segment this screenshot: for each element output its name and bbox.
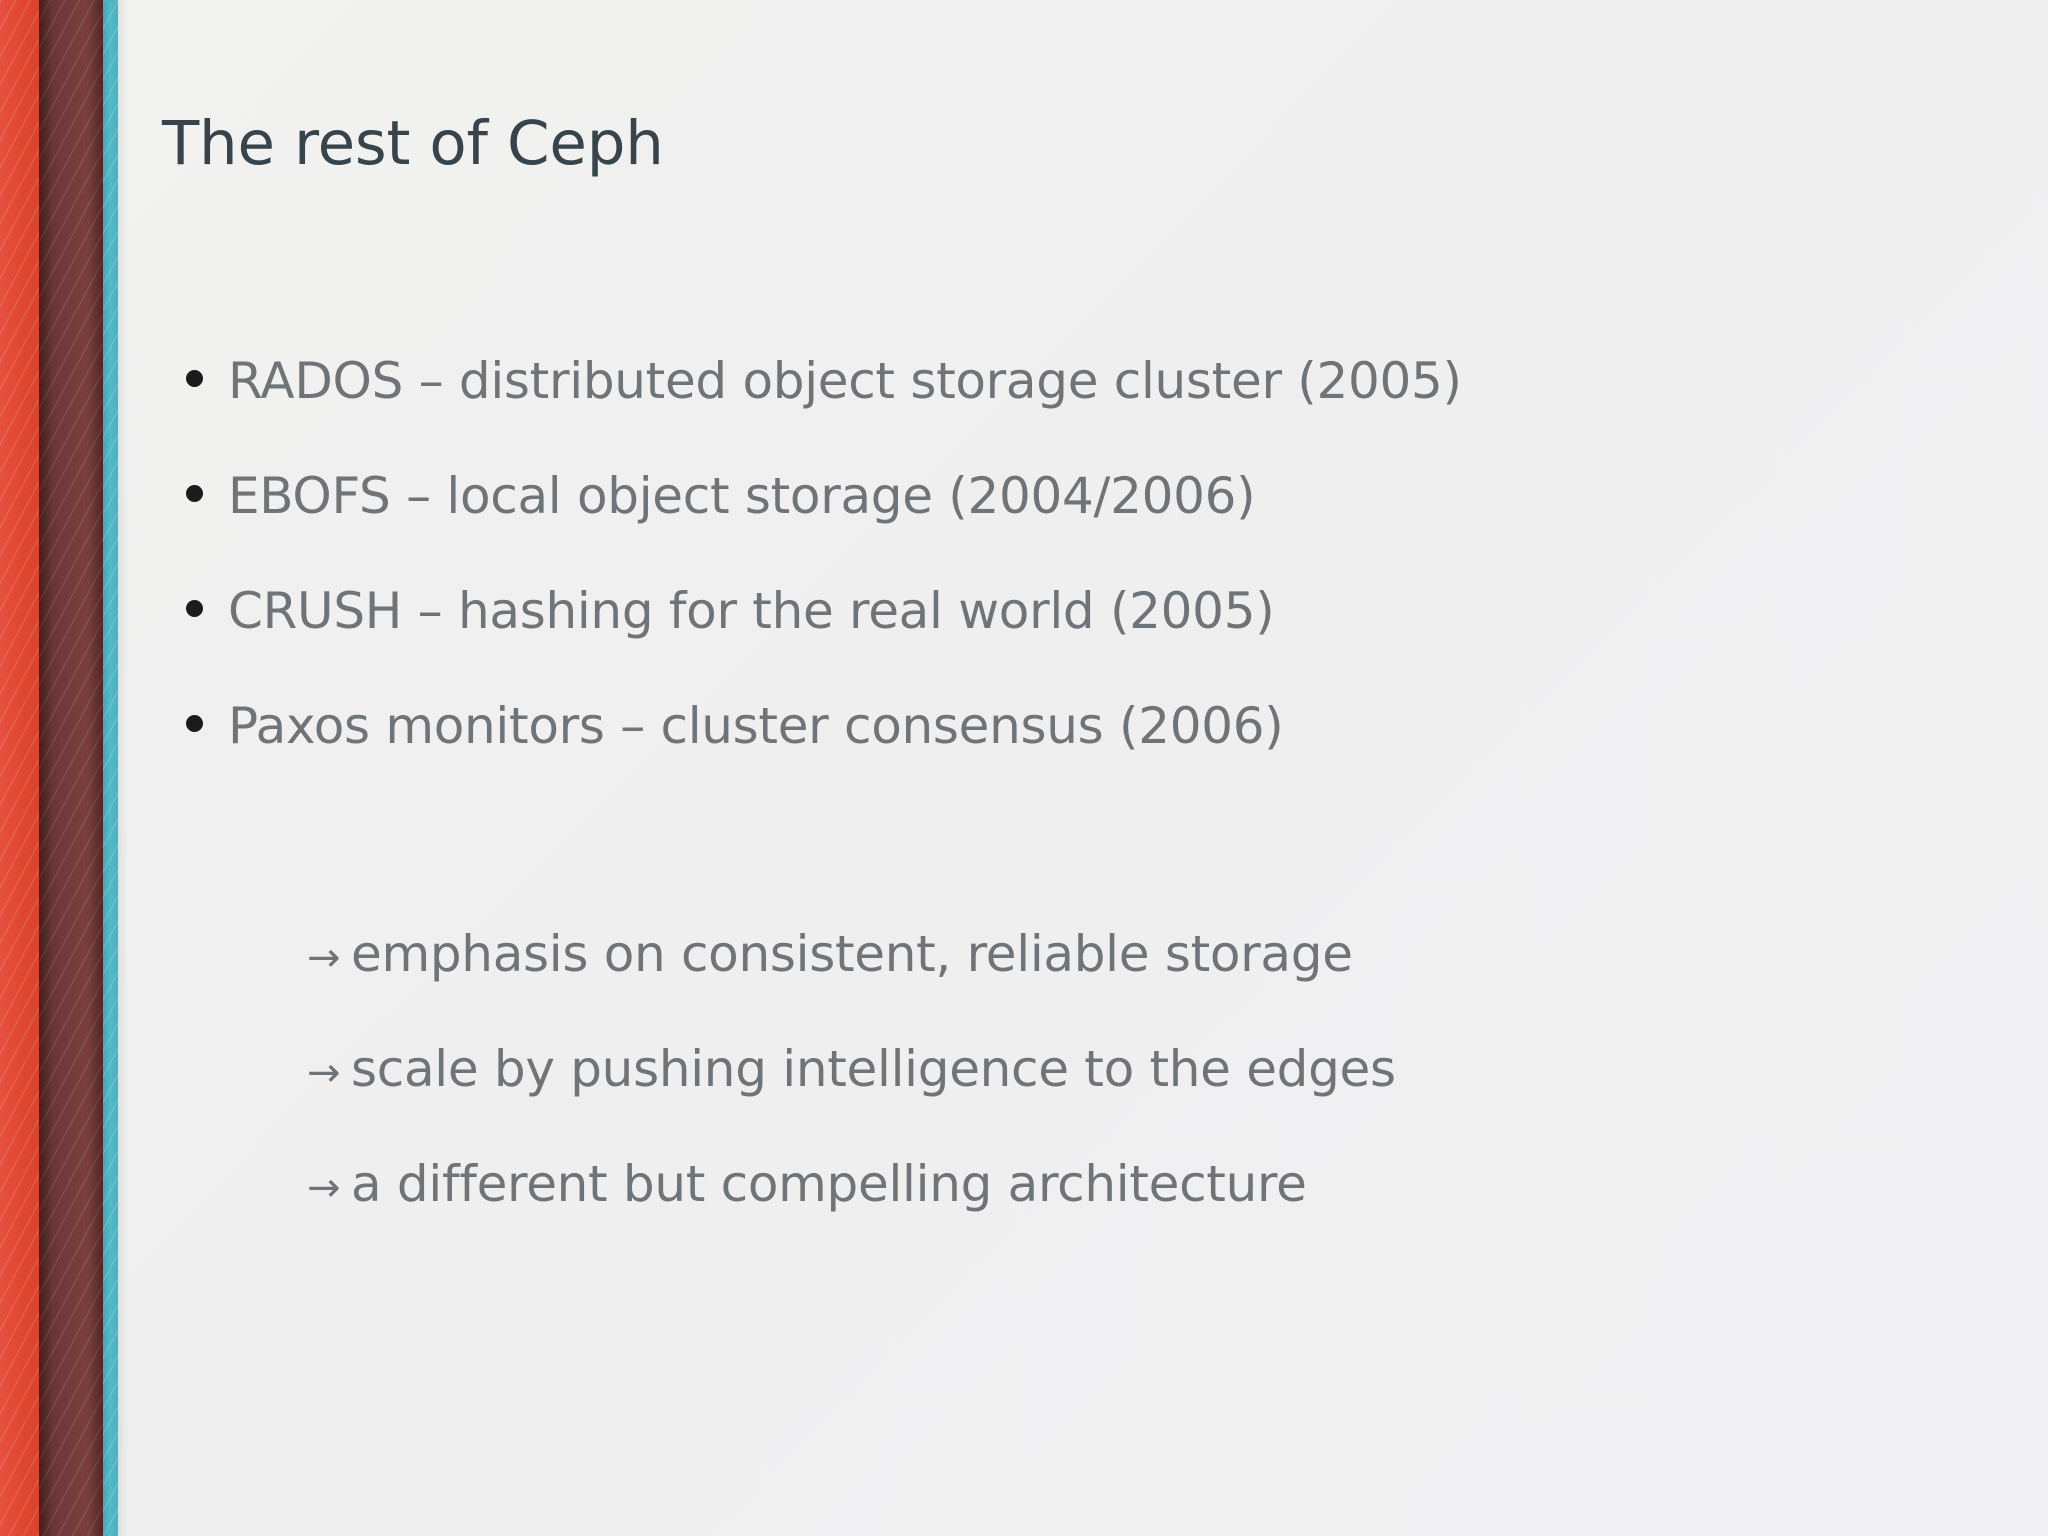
bullet-dot-icon	[162, 370, 228, 387]
bullet-label: EBOFS – local object storage (2004/2006)	[228, 467, 1256, 525]
bullet-dot-icon	[162, 600, 228, 617]
band-inner-shadow-right	[89, 0, 103, 1536]
arrow-right-icon: →	[307, 1165, 341, 1211]
list-item: EBOFS – local object storage (2004/2006)	[162, 467, 1962, 582]
bullet-dot-icon	[162, 485, 228, 502]
arrow-right-icon: →	[307, 1050, 341, 1096]
slide-title: The rest of Ceph	[162, 108, 664, 179]
list-item: CRUSH – hashing for the real world (2005…	[162, 582, 1962, 697]
takeaway-label: scale by pushing intelligence to the edg…	[351, 1040, 1396, 1098]
teal-stripe	[103, 0, 118, 1536]
band-edge-shadow	[118, 0, 128, 1536]
bullet-label: Paxos monitors – cluster consensus (2006…	[228, 697, 1284, 755]
takeaway-list: → emphasis on consistent, reliable stora…	[162, 925, 1962, 1270]
red-stripe	[0, 0, 39, 1536]
bullet-label: CRUSH – hashing for the real world (2005…	[228, 582, 1275, 640]
list-item: → a different but compelling architectur…	[162, 1155, 1962, 1270]
list-item: Paxos monitors – cluster consensus (2006…	[162, 697, 1962, 812]
slide-decorative-band	[0, 0, 118, 1536]
takeaway-label: a different but compelling architecture	[351, 1155, 1307, 1213]
maroon-stripe	[39, 0, 103, 1536]
list-item: RADOS – distributed object storage clust…	[162, 352, 1962, 467]
list-item: → emphasis on consistent, reliable stora…	[162, 925, 1962, 1040]
list-item: → scale by pushing intelligence to the e…	[162, 1040, 1962, 1155]
bullet-list: RADOS – distributed object storage clust…	[162, 352, 1962, 812]
slide-content: The rest of Ceph RADOS – distributed obj…	[118, 0, 2048, 1536]
takeaway-label: emphasis on consistent, reliable storage	[351, 925, 1353, 983]
band-inner-shadow-left	[39, 0, 53, 1536]
bullet-label: RADOS – distributed object storage clust…	[228, 352, 1462, 410]
bullet-dot-icon	[162, 715, 228, 732]
arrow-right-icon: →	[307, 935, 341, 981]
